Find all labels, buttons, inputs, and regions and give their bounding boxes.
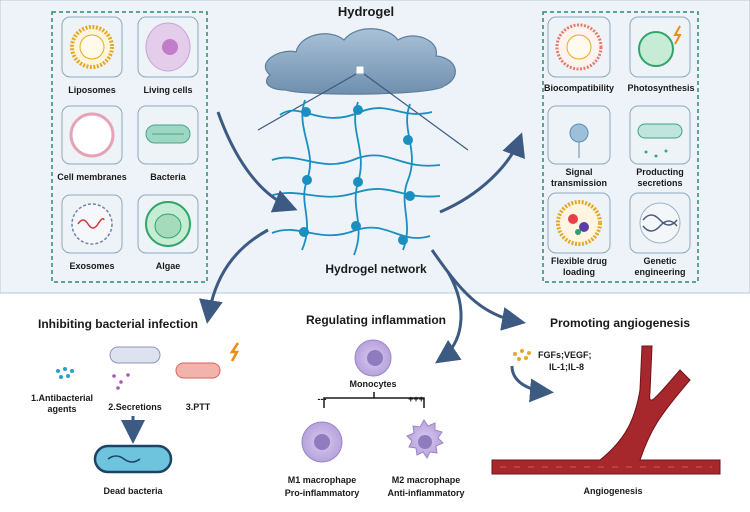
inflammation-title: Regulating inflammation [306, 313, 446, 327]
arrow-to-bacterial [199, 228, 269, 324]
hydrogel-title: Hydrogel [338, 4, 394, 19]
arrow-to-angiogenesis [430, 249, 526, 331]
tile-living-cells [137, 16, 199, 78]
item1-line1: 1.Antibacterial [31, 393, 93, 403]
tile-bacteria [137, 105, 199, 165]
m2-sublabel: Anti-inflammatory [387, 488, 464, 498]
factors-line2: IL-1;IL-8 [549, 362, 584, 372]
arrow-factors-to-vessel [510, 365, 554, 403]
network-label: Hydrogel network [325, 262, 427, 276]
label-cell-membranes: Cell membranes [57, 172, 127, 182]
tile-algae [137, 194, 199, 254]
label-signal: Signal [565, 167, 592, 177]
tile-cell-membranes [61, 105, 123, 165]
m1-sublabel: Pro-inflammatory [285, 488, 360, 498]
arrow-carriers-to-network [216, 111, 298, 213]
label-secretions: secretions [637, 178, 682, 188]
label-algae: Algae [156, 261, 181, 271]
functions-box [542, 11, 699, 283]
monocytes-label: Monocytes [349, 379, 396, 389]
angiogenesis-title: Promoting angiogenesis [550, 316, 690, 330]
tile-biocompatibility [547, 16, 611, 78]
network-nodes [299, 105, 415, 245]
growth-factors-icon [513, 349, 531, 361]
tile-genetic-engineering [629, 192, 691, 254]
label-genetic: Genetic [643, 256, 676, 266]
label-liposomes: Liposomes [68, 85, 116, 95]
label-photosynthesis: Photosynthesis [627, 83, 694, 93]
tile-photosynthesis [629, 16, 691, 78]
label-exosomes: Exosomes [69, 261, 114, 271]
dead-bacteria-label: Dead bacteria [103, 486, 163, 496]
zoom-line-right [363, 73, 469, 151]
label-flexible-drug: Flexible drug [551, 256, 607, 266]
m1-label: M1 macrophape [288, 475, 357, 485]
label-engineering: engineering [634, 267, 685, 277]
item1-line2: agents [47, 404, 76, 414]
item3-label: 3.PTT [186, 402, 211, 412]
dead-bacteria-icon [93, 444, 173, 474]
tile-exosomes [61, 194, 123, 254]
item2-label: 2.Secretions [108, 402, 162, 412]
label-producting: Producting [636, 167, 684, 177]
arrow-network-to-functions [439, 132, 525, 214]
ptt-icon [175, 342, 240, 379]
antibacterial-agents-icon [56, 367, 74, 379]
plus-label: +++ [408, 394, 424, 404]
arrow-to-inflammation [435, 271, 463, 364]
tile-signal-transmission [547, 105, 611, 165]
label-bacteria: Bacteria [150, 172, 187, 182]
m2-macrophage-icon [406, 419, 444, 459]
factors-line1: FGFs;VEGF; [538, 350, 592, 360]
carriers-box [51, 11, 208, 283]
tile-producting-secretions [629, 105, 691, 165]
label-living-cells: Living cells [143, 85, 192, 95]
monocyte-icon [354, 339, 392, 377]
tile-liposomes [61, 16, 123, 78]
minus-label: --- [318, 394, 327, 404]
hydrogel-cloud-icon [264, 28, 456, 95]
m2-label: M2 macrophape [392, 475, 461, 485]
secretions-icon [109, 346, 161, 390]
label-transmission: transmission [551, 178, 607, 188]
m1-macrophage-icon [301, 421, 343, 463]
label-biocompatibility: Biocompatibility [544, 83, 614, 93]
blood-vessel-icon [491, 345, 721, 475]
bacterial-title: Inhibiting bacterial infection [38, 317, 198, 331]
branch-lines [323, 392, 425, 408]
angiogenesis-caption: Angiogenesis [583, 486, 642, 496]
label-loading: loading [563, 267, 595, 277]
zoom-line-left [257, 73, 357, 131]
tile-flexible-drug-loading [547, 192, 611, 254]
